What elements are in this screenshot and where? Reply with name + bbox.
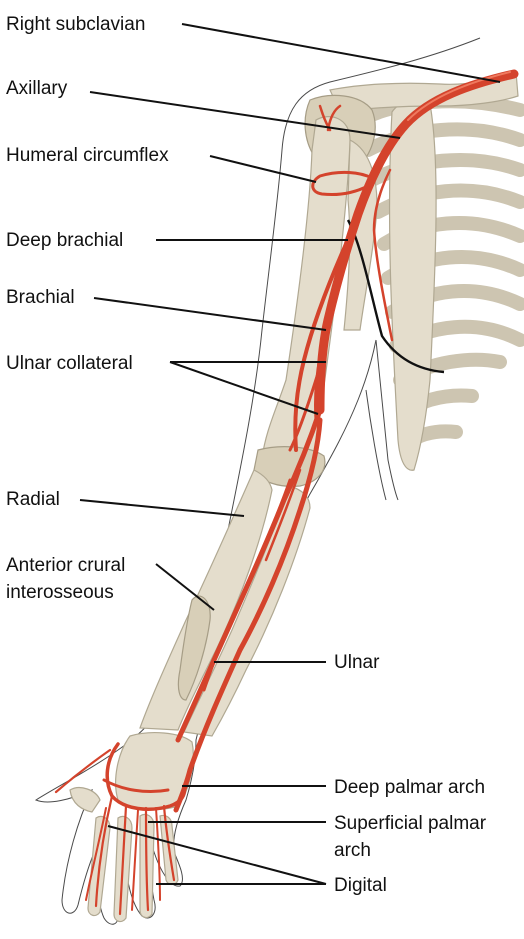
leader-right-subclavian: [181, 23, 501, 83]
forearm-bones: [139, 469, 311, 737]
label-radial: Radial: [6, 489, 60, 510]
label-right-subclavian: Right subclavian: [6, 14, 145, 35]
leader-axillary: [89, 91, 401, 139]
leader-brachial: [93, 297, 327, 331]
label-ulnar-collateral: Ulnar collateral: [6, 353, 133, 374]
labels: Right subclavian Axillary Humeral circum…: [6, 14, 487, 896]
hand-bones: [69, 732, 194, 923]
label-anterior-crural-line2: interosseous: [6, 582, 114, 603]
leader-ulnar-collateral-b: [169, 361, 319, 415]
label-axillary: Axillary: [6, 78, 68, 99]
label-anterior-crural-line1: Anterior crural: [6, 555, 125, 576]
leader-digital-a: [107, 825, 327, 885]
label-superficial-palmar-line1: Superficial palmar: [334, 813, 487, 834]
humerus-bone: [253, 116, 351, 487]
label-digital: Digital: [334, 875, 387, 896]
leader-radial: [79, 499, 245, 517]
leader-anterior-crural-interosseous: [155, 563, 215, 611]
rib-cage: [353, 94, 524, 471]
label-humeral-circumflex: Humeral circumflex: [6, 145, 169, 166]
leader-lines: [79, 23, 501, 885]
label-superficial-palmar-line2: arch: [334, 840, 371, 861]
arteries: [54, 69, 519, 916]
leader-humeral-circumflex: [209, 155, 317, 183]
label-deep-brachial: Deep brachial: [6, 230, 123, 251]
label-ulnar: Ulnar: [334, 652, 380, 673]
label-brachial: Brachial: [6, 287, 75, 308]
muscle-border-lines: [346, 219, 445, 374]
label-deep-palmar-arch: Deep palmar arch: [334, 777, 485, 798]
